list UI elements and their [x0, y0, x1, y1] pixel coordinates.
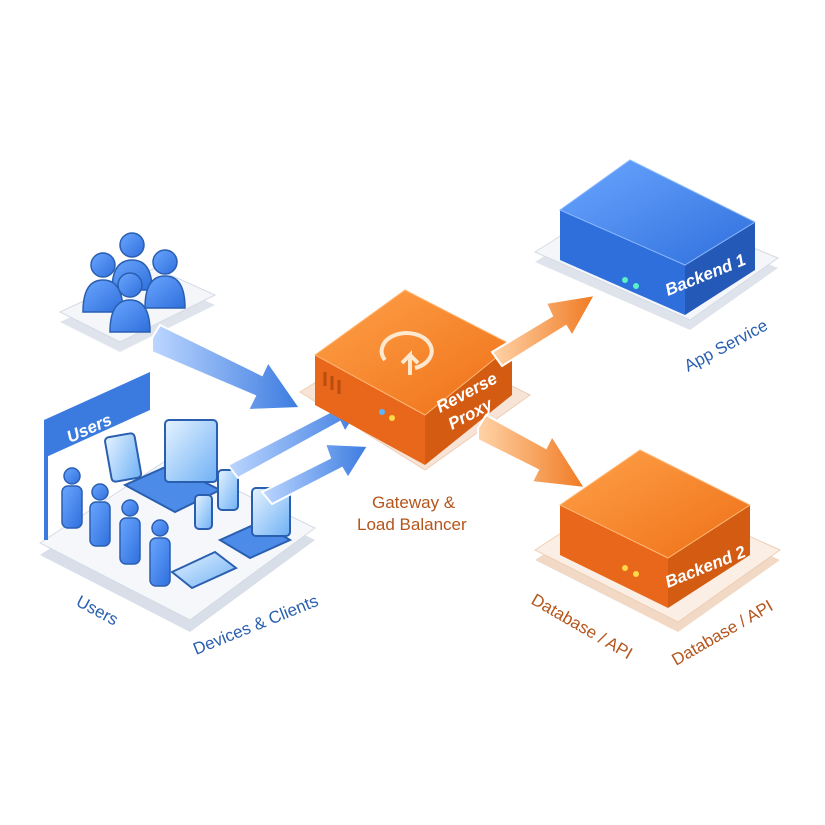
- backend1-node: Backend 1: [533, 159, 780, 330]
- arrow-proxy-to-backend1: [490, 293, 597, 368]
- status-light: [389, 415, 395, 421]
- users-label: Users: [73, 592, 121, 630]
- reverse-proxy-node: Reverse Proxy: [299, 289, 531, 471]
- users-group-icon: [82, 232, 186, 333]
- reverse-arrow-icon: [379, 331, 434, 375]
- tablet-icon: [104, 432, 143, 483]
- proxy-caption-line2: Load Balancer: [357, 515, 467, 534]
- status-light: [633, 571, 639, 577]
- status-light: [622, 277, 628, 283]
- person-icon: [119, 499, 141, 565]
- tablet-icon: [170, 550, 238, 590]
- person-icon: [149, 519, 171, 587]
- phone-icon: [217, 469, 239, 511]
- arrow-proxy-to-backend2: [477, 413, 587, 490]
- device-icons: [104, 419, 293, 590]
- arrow-users-to-proxy: [151, 323, 302, 412]
- person-icon: [89, 483, 111, 547]
- status-light: [379, 409, 385, 415]
- laptop-screen: [164, 419, 218, 483]
- status-light: [633, 283, 639, 289]
- backend2-node: Backend 2: [533, 449, 782, 632]
- status-light: [622, 565, 628, 571]
- proxy-caption-line1: Gateway &: [372, 493, 456, 512]
- vent-icon: [323, 372, 341, 394]
- phone-icon: [194, 494, 213, 530]
- person-icons: [61, 467, 171, 587]
- person-icon: [61, 467, 83, 529]
